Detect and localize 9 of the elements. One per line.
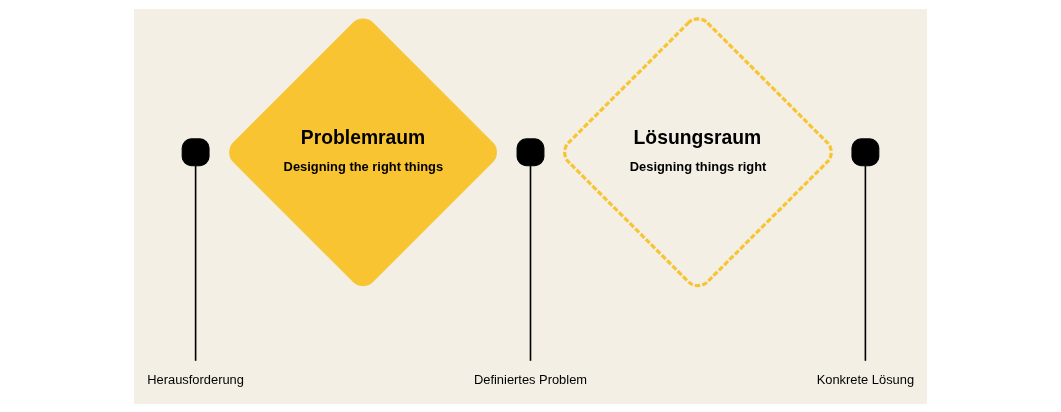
node-text: Definiertes Problem	[473, 371, 588, 387]
node-box	[851, 137, 880, 166]
node-box	[516, 137, 545, 166]
node-text: Herausforderung	[147, 371, 244, 387]
node-text: Konkrete Lösung	[816, 371, 915, 387]
connector	[529, 164, 532, 362]
connector	[864, 164, 867, 362]
node-box	[181, 137, 210, 166]
connector	[194, 164, 197, 362]
